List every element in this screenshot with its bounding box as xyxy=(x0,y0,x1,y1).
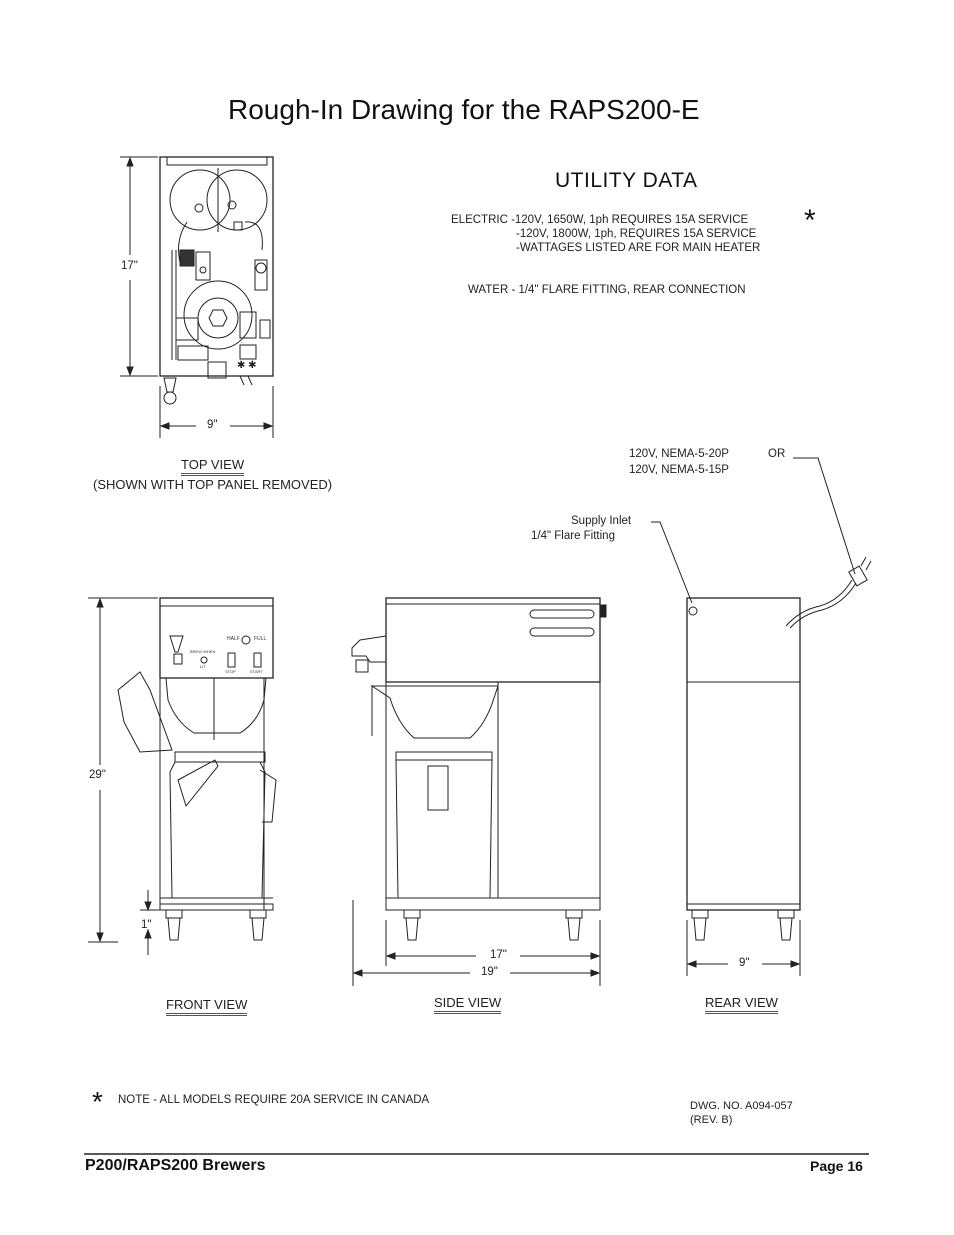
electric-line-3: -WATTAGES LISTED ARE FOR MAIN HEATER xyxy=(516,242,761,254)
page-number: Page 16 xyxy=(810,1158,863,1174)
side-view-drawing xyxy=(351,597,607,986)
page-title: Rough-In Drawing for the RAPS200-E xyxy=(228,94,700,125)
note-asterisk: * xyxy=(92,1086,103,1117)
plug-option-2: 120V, NEMA-5-15P xyxy=(629,464,729,476)
drawing-number: DWG. NO. A094-057 xyxy=(690,1100,793,1112)
side-view-dim-19: 19" xyxy=(481,966,498,978)
utility-data-heading: UTILITY DATA xyxy=(555,169,698,192)
panel-stop-label: STOP xyxy=(225,669,236,674)
panel-lit-label: LIT xyxy=(200,664,206,669)
front-view-label: FRONT VIEW xyxy=(166,997,248,1016)
front-view-drawing xyxy=(88,597,277,955)
footer-title: P200/RAPS200 Brewers xyxy=(85,1157,266,1174)
panel-start-label: START xyxy=(250,669,263,674)
electric-line-2: -120V, 1800W, 1ph, REQUIRES 15A SERVICE xyxy=(516,228,757,240)
electric-line-1: ELECTRIC -120V, 1650W, 1ph REQUIRES 15A … xyxy=(451,214,749,226)
front-view-foot-dim: 1" xyxy=(141,919,152,931)
panel-brew-label: BREW WHEN xyxy=(190,649,216,654)
plug-or: OR xyxy=(768,448,786,460)
supply-inlet-label: Supply Inlet xyxy=(571,515,632,527)
side-view-label: SIDE VIEW xyxy=(434,995,502,1014)
top-view-sublabel: (SHOWN WITH TOP PANEL REMOVED) xyxy=(93,477,333,492)
panel-full-label: FULL xyxy=(254,636,267,642)
front-view-height-dim: 29" xyxy=(89,769,106,781)
top-view-drawing: ✱ ✱ xyxy=(120,156,274,438)
note-text: NOTE - ALL MODELS REQUIRE 20A SERVICE IN… xyxy=(118,1094,430,1106)
rear-view-width-dim: 9" xyxy=(739,957,750,969)
rear-view-drawing xyxy=(686,597,801,976)
svg-text:✱ ✱: ✱ ✱ xyxy=(237,360,257,371)
power-cord-drawing xyxy=(785,457,872,629)
drawing-revision: (REV. B) xyxy=(690,1114,733,1126)
flare-fitting-label: 1/4" Flare Fitting xyxy=(531,530,615,542)
panel-half-label: HALF xyxy=(227,636,240,642)
top-view-height-dim: 17" xyxy=(120,260,139,272)
side-view-dim-17: 17" xyxy=(490,949,507,961)
utility-asterisk: * xyxy=(804,204,816,237)
plug-option-1: 120V, NEMA-5-20P xyxy=(629,448,729,460)
top-view-width-dim: 9" xyxy=(207,419,218,431)
rear-view-label: REAR VIEW xyxy=(705,995,778,1014)
water-line: WATER - 1/4" FLARE FITTING, REAR CONNECT… xyxy=(468,284,746,296)
top-view-label: TOP VIEW xyxy=(181,457,245,476)
